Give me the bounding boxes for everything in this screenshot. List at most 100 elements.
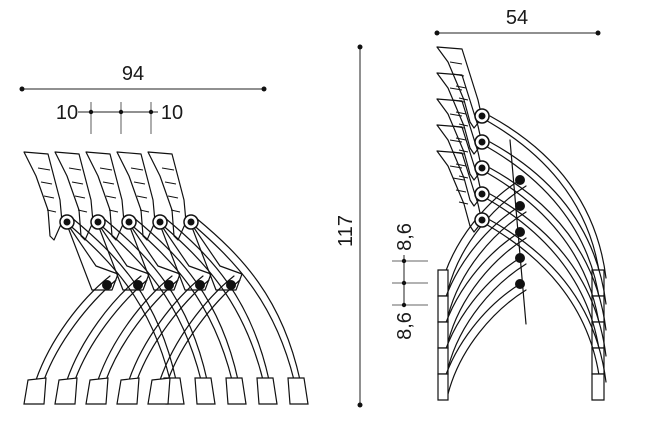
front-leg-inner	[43, 279, 117, 381]
front-foot	[54, 377, 78, 405]
backrest-outline	[147, 151, 187, 241]
backrest-slat	[133, 181, 146, 185]
backrest-slat	[170, 209, 181, 213]
lower-pivot	[515, 279, 525, 289]
rear-foot	[591, 373, 605, 401]
label-54: 54	[506, 7, 528, 29]
backrest-slat	[74, 195, 86, 199]
front-leg-inner	[447, 185, 527, 291]
backrest-outline	[54, 151, 94, 241]
label-8-6-lower: 8,6	[394, 312, 416, 340]
rear-leg	[481, 169, 601, 331]
backrest-slat	[105, 195, 117, 199]
rear-leg-inner	[195, 217, 301, 381]
backrest-slat	[167, 195, 179, 199]
backrest-outline	[436, 150, 483, 233]
backrest-slat	[37, 167, 51, 171]
front-leg-inner	[447, 237, 527, 343]
backrest-slat	[108, 209, 119, 213]
upper-pivot	[125, 218, 133, 226]
lower-pivot	[515, 227, 525, 237]
backrest-slat	[102, 181, 115, 185]
seat-link	[127, 221, 181, 291]
rear-leg-inner	[489, 219, 607, 383]
seat-link	[65, 221, 119, 291]
rear-leg-inner	[489, 141, 607, 305]
front-leg	[35, 275, 111, 381]
dimension-height-117: 117	[335, 44, 363, 408]
rear-leg	[481, 221, 601, 383]
lower-pivot	[102, 280, 112, 290]
front-leg	[439, 231, 521, 343]
backrest-slat	[99, 167, 113, 171]
right-chair-group	[436, 46, 607, 401]
front-leg-inner	[447, 289, 527, 395]
label-10-left: 10	[56, 102, 78, 124]
lower-pivot	[515, 201, 525, 211]
backrest-slat	[161, 167, 175, 171]
rear-leg	[481, 117, 601, 279]
front-foot	[437, 321, 449, 349]
backrest-slat	[449, 87, 463, 91]
front-leg-inner	[447, 211, 527, 317]
backrest-slat	[449, 165, 463, 169]
front-leg	[439, 257, 521, 369]
backrest-outline	[23, 151, 63, 241]
lower-pivot	[164, 280, 174, 290]
backrest-slat	[455, 137, 467, 141]
backrest-slat	[449, 113, 463, 117]
label-94: 94	[122, 63, 144, 85]
backrest-slat	[452, 177, 465, 181]
backrest-slat	[43, 195, 55, 199]
upper-pivot	[187, 218, 195, 226]
front-leg-inner	[136, 279, 210, 381]
rear-leg-inner	[489, 115, 607, 279]
backrest-slat	[458, 97, 469, 101]
backrest-slat	[455, 111, 467, 115]
front-foot	[437, 295, 449, 323]
rear-foot	[194, 377, 216, 405]
seat-link	[189, 221, 243, 291]
front-foot	[437, 347, 449, 375]
upper-pivot	[156, 218, 164, 226]
rear-leg-inner	[489, 167, 607, 331]
front-leg-inner	[105, 279, 179, 381]
lower-pivot	[226, 280, 236, 290]
seat-link	[158, 221, 212, 291]
backrest-slat	[139, 209, 150, 213]
label-10-right: 10	[161, 102, 183, 124]
backrest-slat	[455, 189, 467, 193]
dimension-offsets-10: 10 10	[56, 102, 183, 134]
rear-leg	[189, 221, 295, 381]
lower-pivot	[515, 175, 525, 185]
rear-leg	[481, 195, 601, 357]
left-chair-2	[54, 151, 216, 405]
front-leg	[66, 275, 142, 381]
backrest-outline	[85, 151, 125, 241]
backrest-slat	[130, 167, 144, 171]
right-chair-5	[436, 150, 607, 401]
backrest-slat	[458, 201, 469, 205]
upper-pivot	[478, 138, 486, 146]
upper-pivot	[478, 216, 486, 224]
upper-pivot	[63, 218, 71, 226]
front-foot	[116, 377, 140, 405]
backrest-slat	[68, 167, 82, 171]
rear-leg	[481, 143, 601, 305]
label-117: 117	[335, 215, 357, 247]
front-foot	[437, 269, 449, 297]
backrest-outline	[116, 151, 156, 241]
upper-pivot	[94, 218, 102, 226]
backrest-slat	[71, 181, 84, 185]
front-foot	[85, 377, 109, 405]
front-foot	[23, 377, 47, 405]
upper-pivot	[478, 164, 486, 172]
backrest-slat	[449, 139, 463, 143]
backrest-slat	[77, 209, 88, 213]
backrest-slat	[458, 149, 469, 153]
lower-pivot	[133, 280, 143, 290]
seat-link	[96, 221, 150, 291]
front-leg	[159, 275, 235, 381]
